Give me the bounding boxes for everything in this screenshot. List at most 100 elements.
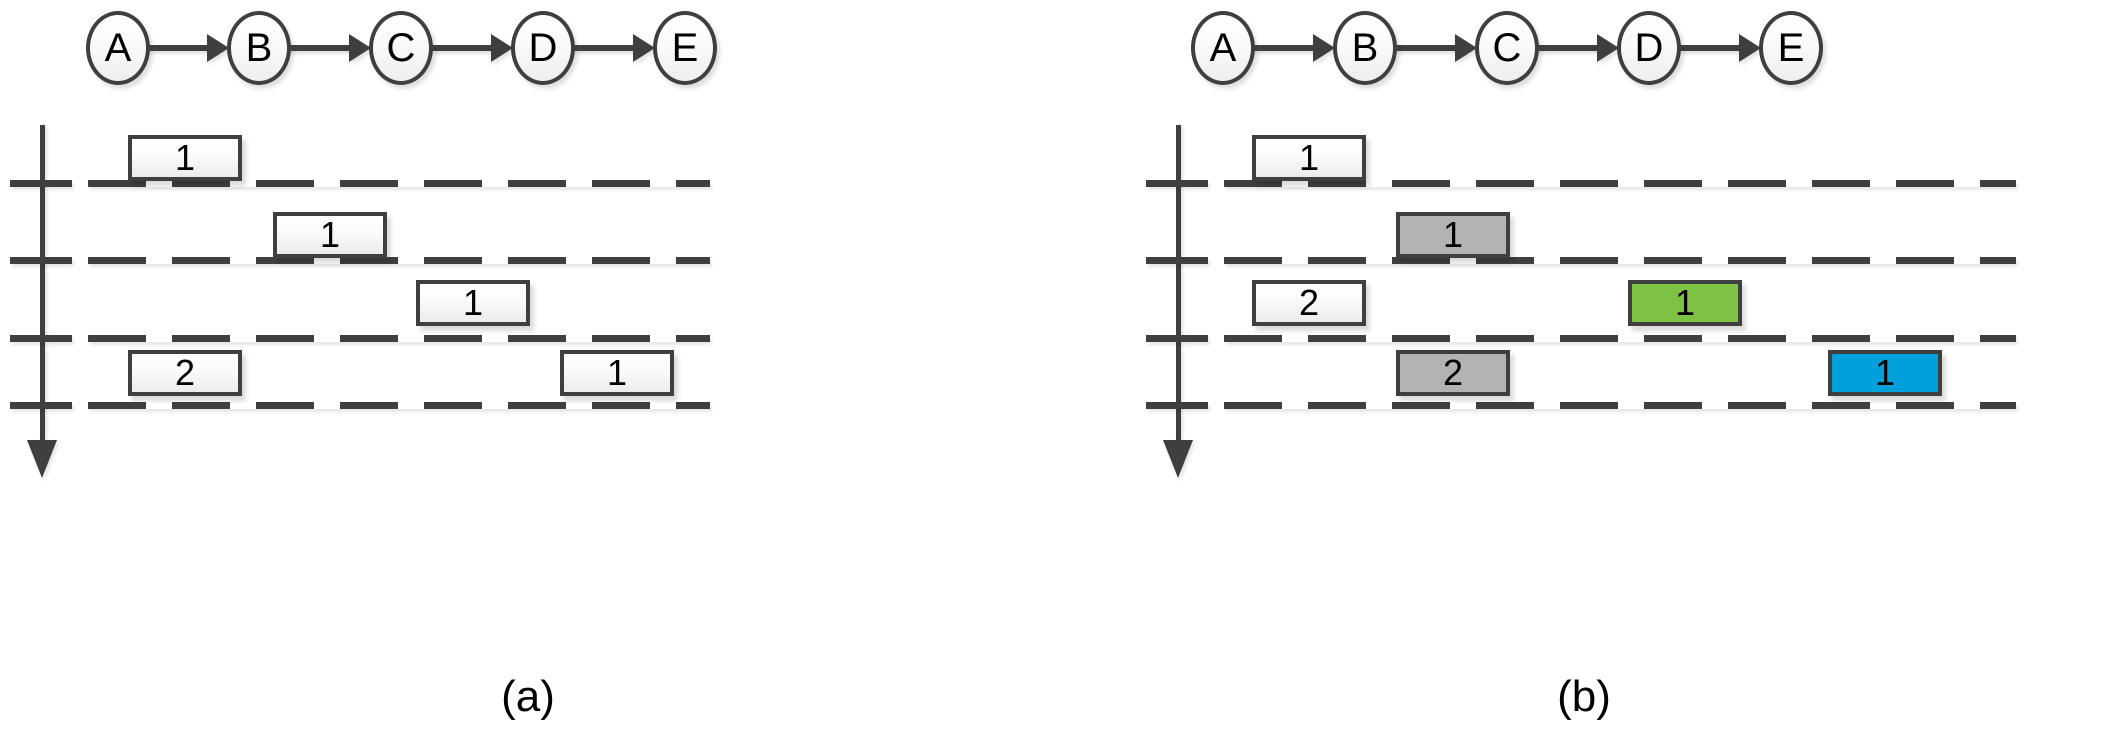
time-axis-tick <box>10 180 72 187</box>
graph-edge-a-b <box>1253 34 1335 62</box>
dash-segment <box>88 402 146 409</box>
time-axis-tick <box>10 402 72 409</box>
dash-segment <box>508 180 566 187</box>
dash-segment <box>1812 335 1870 342</box>
dash-segment <box>1560 257 1618 264</box>
dash-segment <box>172 180 230 187</box>
message-box-label: 1 <box>606 352 628 393</box>
message-box-blue: 1 <box>1828 350 1942 396</box>
dash-segment <box>1476 257 1534 264</box>
dash-segment <box>1980 335 2016 342</box>
graph-node-label: D <box>528 26 558 70</box>
arrow-head-icon <box>1313 34 1335 62</box>
round-boundary-line <box>88 257 710 264</box>
dash-segment <box>340 335 398 342</box>
time-axis-tick <box>1146 335 1208 342</box>
graph-node-label: E <box>1777 26 1805 70</box>
dash-segment <box>1644 257 1702 264</box>
time-axis-line <box>1176 125 1181 440</box>
dash-segment <box>676 335 710 342</box>
message-box-label: 1 <box>462 282 484 323</box>
dash-segment <box>1560 335 1618 342</box>
panel-caption-b: (b) <box>1557 672 1611 721</box>
graph-edge-d-e <box>573 34 655 62</box>
dash-segment <box>1308 257 1366 264</box>
dash-segment <box>1476 180 1534 187</box>
arrow-head-icon <box>633 34 655 62</box>
message-box-white: 1 <box>416 280 530 326</box>
time-axis-arrowhead-icon <box>27 440 57 478</box>
dash-segment <box>424 402 482 409</box>
dash-segment <box>1980 180 2016 187</box>
dash-segment <box>424 335 482 342</box>
graph-node-b: B <box>1333 11 1397 85</box>
dash-segment <box>1560 402 1618 409</box>
message-box-gray: 1 <box>1396 212 1510 258</box>
dash-segment <box>1644 335 1702 342</box>
dash-segment <box>592 402 650 409</box>
dash-segment <box>1392 402 1450 409</box>
message-box-label: 1 <box>1874 352 1896 393</box>
round-boundary-line <box>88 180 710 187</box>
dash-segment <box>1308 335 1366 342</box>
message-box-label: 2 <box>1298 282 1320 323</box>
graph-node-label: A <box>104 26 132 70</box>
dash-segment <box>1644 402 1702 409</box>
graph-edge-a-b <box>148 34 229 62</box>
message-box-label: 1 <box>1442 214 1464 255</box>
dash-segment <box>1980 257 2016 264</box>
panel-caption-a: (a) <box>501 672 555 721</box>
round-boundary-line <box>1224 402 2016 409</box>
dash-segment <box>88 335 146 342</box>
dash-segment <box>508 257 566 264</box>
round-boundary-line <box>88 402 710 409</box>
round-boundary-line <box>88 335 710 342</box>
arrow-head-icon <box>207 34 229 62</box>
dash-segment <box>1896 257 1954 264</box>
message-box-label: 1 <box>1298 137 1320 178</box>
graph-edge-b-c <box>289 34 371 62</box>
dash-segment <box>340 257 398 264</box>
graph-edge-b-c <box>1395 34 1477 62</box>
dash-segment <box>88 257 146 264</box>
message-box-label: 2 <box>174 352 196 393</box>
dash-segment <box>172 335 230 342</box>
dash-segment <box>592 335 650 342</box>
graph-node-d: D <box>511 11 575 85</box>
graph-node-label: D <box>1634 26 1664 70</box>
dash-segment <box>256 335 314 342</box>
dash-segment <box>592 180 650 187</box>
time-axis-tick <box>1146 257 1208 264</box>
graph-node-e: E <box>1759 11 1823 85</box>
graph-edge-c-d <box>431 34 513 62</box>
dash-segment <box>508 335 566 342</box>
dash-segment <box>1896 180 1954 187</box>
message-box-gray: 2 <box>1396 350 1510 396</box>
graph-node-label: B <box>245 26 273 70</box>
dash-segment <box>1728 257 1786 264</box>
time-axis-arrowhead-icon <box>1163 440 1193 478</box>
message-box-white: 1 <box>560 350 674 396</box>
dash-segment <box>1476 402 1534 409</box>
graph-node-label: B <box>1351 26 1379 70</box>
arrow-head-icon <box>1455 34 1477 62</box>
graph-node-b: B <box>227 11 291 85</box>
message-box-white: 2 <box>128 350 242 396</box>
dash-segment <box>172 402 230 409</box>
dash-segment <box>1476 335 1534 342</box>
dash-segment <box>1224 257 1282 264</box>
dash-segment <box>592 257 650 264</box>
round-boundary-line <box>1224 180 2016 187</box>
dash-segment <box>1728 402 1786 409</box>
dash-segment <box>508 402 566 409</box>
round-boundary-line <box>1224 257 2016 264</box>
dash-segment <box>676 257 710 264</box>
graph-node-label: E <box>671 26 699 70</box>
dash-segment <box>1224 180 1282 187</box>
dash-segment <box>1644 180 1702 187</box>
dash-segment <box>340 180 398 187</box>
